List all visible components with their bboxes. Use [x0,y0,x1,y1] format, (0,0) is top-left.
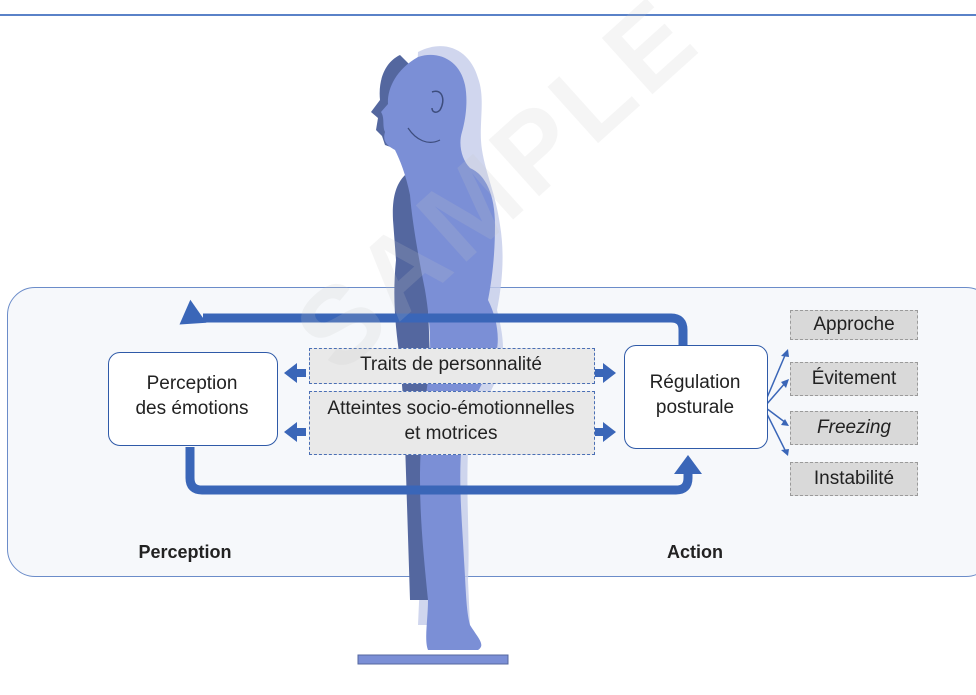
outcome-freezing: Freezing [790,411,918,445]
regulation-line1: Régulation [649,372,741,393]
regulation-box-label: Régulation posturale [624,371,766,420]
ear-icon [431,90,444,113]
outcome-approche: Approche [790,310,918,340]
outcome-evitement: Évitement [790,362,918,396]
outcome-instabilite: Instabilité [790,462,918,496]
perception-box-label: Perception des émotions [108,372,276,421]
action-section-label: Action [667,542,723,562]
atteintes-box [309,391,595,455]
perception-line1: Perception [146,373,238,394]
atteintes-label: Atteintes socio-émotionnelles et motrice… [309,397,593,446]
atteintes-line1: Atteintes socio-émotionnelles [327,398,575,419]
regulation-box [624,345,768,449]
perception-section-label: Perception [138,542,232,562]
atteintes-line2: et motrices [404,422,498,444]
perception-box [108,352,278,446]
top-rule [0,14,976,16]
regulation-line2: posturale [655,396,735,418]
platform [357,654,509,665]
traits-box [309,348,595,384]
perception-line2: des émotions [135,397,249,419]
jaw-line [407,127,441,143]
traits-label: Traits de personnalité [359,354,542,375]
